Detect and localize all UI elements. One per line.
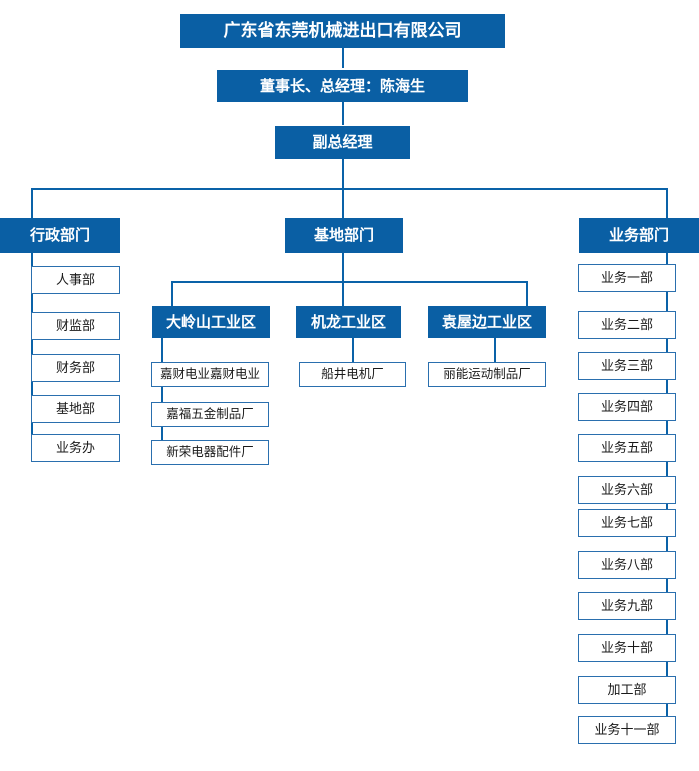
connector-bus-to-business bbox=[666, 188, 668, 218]
connector-zone1-spine bbox=[161, 338, 163, 453]
node-business-unit-3[interactable]: 业务三部 bbox=[578, 352, 676, 380]
connector-base-to-zonebus bbox=[342, 253, 344, 282]
node-business-unit-11[interactable]: 加工部 bbox=[578, 676, 676, 704]
node-business-unit-12[interactable]: 业务十一部 bbox=[578, 716, 676, 744]
node-department-admin[interactable]: 行政部门 bbox=[0, 218, 120, 253]
node-business-unit-2[interactable]: 业务二部 bbox=[578, 311, 676, 339]
node-factory-z3-1[interactable]: 丽能运动制品厂 bbox=[428, 362, 546, 387]
connector-department-bus bbox=[31, 188, 668, 190]
connector-zonebus-to-zone-2 bbox=[342, 281, 344, 307]
node-vice-general-manager[interactable]: 副总经理 bbox=[275, 126, 410, 159]
node-admin-unit-4[interactable]: 基地部 bbox=[31, 395, 120, 423]
node-business-unit-4[interactable]: 业务四部 bbox=[578, 393, 676, 421]
connector-zone3-spine bbox=[494, 338, 496, 364]
node-business-unit-7[interactable]: 业务七部 bbox=[578, 509, 676, 537]
node-department-base[interactable]: 基地部门 bbox=[285, 218, 403, 253]
connector-bus-to-base bbox=[342, 188, 344, 218]
connector-zone2-spine bbox=[352, 338, 354, 364]
node-factory-z1-2[interactable]: 嘉福五金制品厂 bbox=[151, 402, 269, 427]
node-business-unit-1[interactable]: 业务一部 bbox=[578, 264, 676, 292]
connector-bus-to-admin bbox=[31, 188, 33, 218]
node-admin-unit-3[interactable]: 财务部 bbox=[31, 354, 120, 382]
node-factory-z1-1[interactable]: 嘉财电业嘉财电业 bbox=[151, 362, 269, 387]
node-business-unit-6[interactable]: 业务六部 bbox=[578, 476, 676, 504]
node-factory-z1-3[interactable]: 新荣电器配件厂 bbox=[151, 440, 269, 465]
node-chairman[interactable]: 董事长、总经理：陈海生 bbox=[217, 70, 468, 102]
node-zone-daolingshan[interactable]: 大岭山工业区 bbox=[152, 306, 270, 338]
node-business-unit-8[interactable]: 业务八部 bbox=[578, 551, 676, 579]
connector-admin-spine bbox=[31, 253, 33, 452]
node-zone-yuanwubian[interactable]: 袁屋边工业区 bbox=[428, 306, 546, 338]
connector-chairman-to-vice bbox=[342, 102, 344, 125]
node-business-unit-9[interactable]: 业务九部 bbox=[578, 592, 676, 620]
node-department-business[interactable]: 业务部门 bbox=[579, 218, 699, 253]
node-root-company[interactable]: 广东省东莞机械进出口有限公司 bbox=[180, 14, 505, 48]
connector-vice-to-bus bbox=[342, 159, 344, 189]
connector-root-to-chairman bbox=[342, 48, 344, 68]
node-admin-unit-2[interactable]: 财监部 bbox=[31, 312, 120, 340]
node-zone-jilong[interactable]: 机龙工业区 bbox=[296, 306, 401, 338]
node-factory-z2-1[interactable]: 船井电机厂 bbox=[299, 362, 406, 387]
node-business-unit-5[interactable]: 业务五部 bbox=[578, 434, 676, 462]
connector-zone-bus bbox=[171, 281, 528, 283]
node-admin-unit-1[interactable]: 人事部 bbox=[31, 266, 120, 294]
connector-zonebus-to-zone-1 bbox=[171, 281, 173, 307]
connector-zonebus-to-zone-3 bbox=[526, 281, 528, 307]
node-admin-unit-5[interactable]: 业务办 bbox=[31, 434, 120, 462]
node-business-unit-10[interactable]: 业务十部 bbox=[578, 634, 676, 662]
